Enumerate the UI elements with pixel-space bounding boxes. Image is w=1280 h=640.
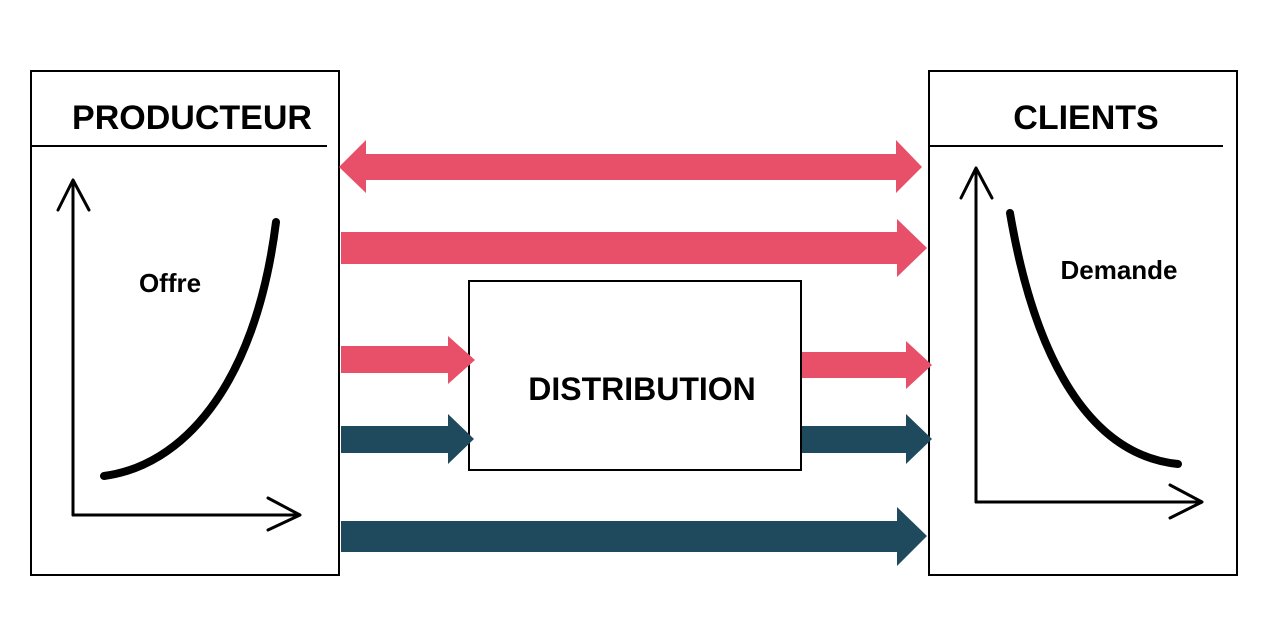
supply-chart-axes xyxy=(56,178,302,532)
demand-chart-axes xyxy=(959,166,1204,520)
distribution-box: DISTRIBUTION xyxy=(468,280,802,471)
producer-frame xyxy=(30,70,340,576)
clients-frame xyxy=(928,70,1238,576)
arrow-red-from-distribution xyxy=(802,341,932,389)
arrow-red-to-distribution xyxy=(341,336,475,384)
direct-arrow-red xyxy=(341,219,927,277)
direct-arrow-teal xyxy=(341,507,927,566)
supply-y-arrowhead-icon xyxy=(56,178,91,212)
distribution-label: DISTRIBUTION xyxy=(528,371,756,407)
demand-curve-label: Demande xyxy=(1060,255,1177,285)
supply-curve xyxy=(100,218,280,480)
producer-title: PRODUCTEUR xyxy=(72,99,312,137)
double-arrow-red xyxy=(339,140,922,193)
producer-box: PRODUCTEUR Offre xyxy=(30,70,340,576)
arrow-teal-from-distribution xyxy=(802,414,932,464)
clients-box: CLIENTS Demande xyxy=(928,70,1238,576)
supply-curve-label: Offre xyxy=(139,268,201,298)
supply-x-arrowhead-icon xyxy=(266,496,302,532)
clients-title: CLIENTS xyxy=(1013,99,1158,137)
demand-curve xyxy=(1006,209,1182,468)
flow-arrows xyxy=(339,140,932,566)
arrow-teal-to-distribution xyxy=(341,414,474,464)
demand-x-arrowhead-icon xyxy=(1168,483,1204,520)
demand-y-arrowhead-icon xyxy=(959,166,994,200)
distribution-frame xyxy=(468,280,802,471)
